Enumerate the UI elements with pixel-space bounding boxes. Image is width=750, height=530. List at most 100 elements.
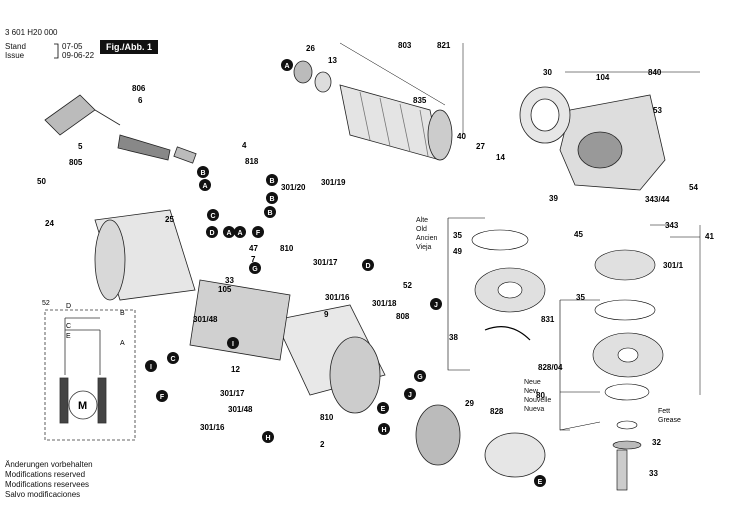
old-version-box (447, 217, 546, 371)
marker-letter: E (538, 479, 543, 486)
part-label: 27 (476, 142, 485, 151)
part-label: 32 (652, 438, 661, 447)
marker-letter: C (210, 213, 215, 220)
marker-circle (227, 337, 239, 349)
marker-letter: B (200, 170, 205, 177)
part-label: 805 (69, 158, 83, 167)
marker-circle (207, 209, 219, 221)
marker-circle (252, 226, 264, 238)
part-label: 29 (465, 399, 474, 408)
legend-old: Old (416, 226, 427, 233)
leader-lines (339, 42, 701, 431)
part-label: 35 (576, 293, 585, 302)
marker-circle (266, 174, 278, 186)
circuit-label: 52 (42, 300, 50, 307)
field-housing (94, 209, 196, 301)
part-label: 343/44 (645, 195, 670, 204)
part-label: 301/16 (200, 423, 225, 432)
part-label: 301/16 (325, 293, 350, 302)
marker-circle (281, 59, 293, 71)
marker-letter: E (381, 406, 386, 413)
marker-letter: B (269, 196, 274, 203)
marker-letter: G (252, 266, 258, 273)
marker-circle (404, 388, 416, 400)
part-label: 5 (78, 142, 83, 151)
marker-letter: I (150, 364, 152, 371)
legend-new: Neue (524, 379, 541, 386)
base-plate (415, 404, 546, 478)
old-legend: Alte Old Ancien Vieja (416, 217, 438, 251)
part-label: 343 (665, 221, 679, 230)
legend-old: Ancien (416, 235, 438, 242)
marker-circle (199, 179, 211, 191)
part-label: 105 (218, 285, 232, 294)
part-label: 810 (280, 244, 294, 253)
figure-label: Fig./Abb. 1 (100, 40, 158, 54)
note-line: Modifications reservees (5, 480, 90, 489)
marker-letter: F (256, 230, 261, 237)
part-label: 301/20 (281, 183, 306, 192)
part-label: 26 (306, 44, 315, 53)
part-label: 40 (457, 132, 466, 141)
part-label: 13 (328, 56, 337, 65)
part-label: 301/17 (313, 258, 338, 267)
part-label: 33 (649, 469, 658, 478)
note-line: Modifications reserved (5, 470, 86, 479)
part-label: 47 (249, 244, 258, 253)
part-label: 52 (403, 281, 412, 290)
part-label: 301/48 (228, 405, 253, 414)
note-line: Salvo modificaciones (5, 490, 81, 499)
part-label: 840 (648, 68, 662, 77)
stand-label: Stand (5, 42, 26, 51)
part-label: 6 (138, 96, 143, 105)
marker-circle (534, 475, 546, 487)
marker-circle (249, 262, 261, 274)
part-label: 80 (536, 391, 545, 400)
marker-circle (197, 166, 209, 178)
part-label: 49 (453, 247, 462, 256)
marker-circle (206, 226, 218, 238)
part-label: 35 (453, 231, 462, 240)
part-label: 818 (245, 157, 259, 166)
part-label: 45 (574, 230, 583, 239)
part-label: 301/1 (663, 261, 684, 270)
part-label: 9 (324, 310, 329, 319)
stand-value: 07-05 (62, 42, 83, 51)
circuit-label: C (66, 323, 71, 330)
part-label: 803 (398, 41, 412, 50)
marker-circle (223, 226, 235, 238)
part-label: 301/17 (220, 389, 245, 398)
part-label: 821 (437, 41, 451, 50)
marker-letter: A (202, 183, 207, 190)
marker-letter: I (232, 341, 234, 348)
part-label: 2 (320, 440, 325, 449)
part-label: 25 (165, 215, 174, 224)
part-label: 806 (132, 84, 146, 93)
circuit-schematic (44, 309, 136, 441)
marker-letter: C (170, 356, 175, 363)
marker-letter: J (434, 302, 438, 309)
marker-circle (262, 431, 274, 443)
circuit-label: A (120, 340, 125, 347)
new-legend: Neue New Nouvelle Nueva (524, 379, 551, 413)
grease-label: Fett (658, 408, 670, 415)
marker-circle (264, 206, 276, 218)
part-label: 41 (705, 232, 714, 241)
part-label: 50 (37, 177, 46, 186)
marker-letter: D (365, 263, 370, 270)
part-label: 39 (549, 194, 558, 203)
modification-notes: Änderungen vorbehalten Modifications res… (5, 460, 93, 500)
marker-circle (362, 259, 374, 271)
part-label: 30 (543, 68, 552, 77)
marker-letter: A (226, 230, 231, 237)
circuit-label: B (120, 310, 125, 317)
part-label: 828 (490, 407, 504, 416)
grease-label: Grease (658, 417, 681, 424)
marker-circle (414, 370, 426, 382)
legend-old: Vieja (416, 244, 432, 251)
part-label: 14 (496, 153, 505, 162)
part-label: 810 (320, 413, 334, 422)
armature (293, 60, 453, 161)
